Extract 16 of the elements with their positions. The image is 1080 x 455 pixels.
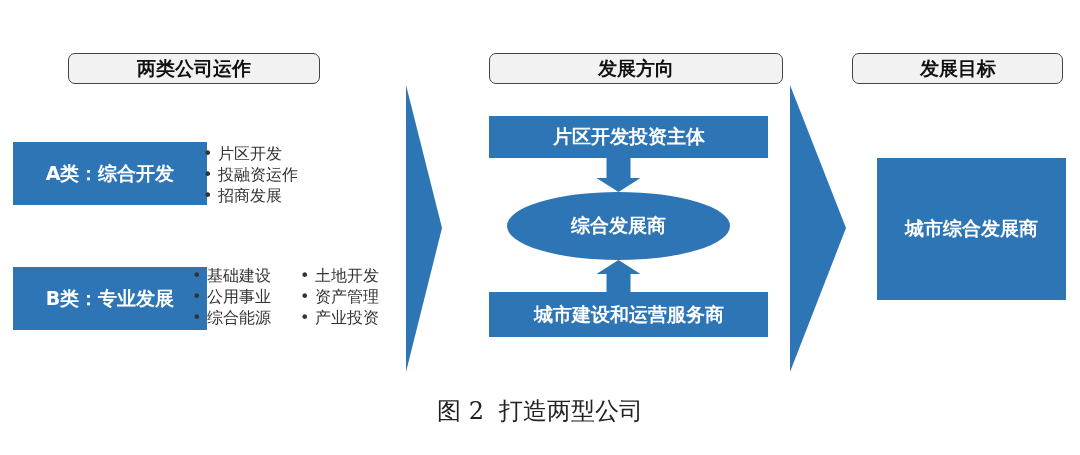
bullet-item: • 综合能源 [192, 307, 271, 328]
bullet-item: • 基础建设 [192, 265, 271, 286]
process-box: 城市综合发展商 [877, 158, 1066, 300]
process-box: 片区开发投资主体 [489, 116, 768, 158]
arrow [596, 158, 641, 192]
header-box: 发展方向 [489, 53, 783, 84]
bullet-item: • 公用事业 [192, 286, 271, 307]
header-box: 两类公司运作 [68, 53, 320, 84]
bullet-item: • 资产管理 [300, 286, 379, 307]
bullet-item: • 产业投资 [300, 307, 379, 328]
process-ellipse: 综合发展商 [507, 192, 730, 260]
process-box: 城市建设和运营服务商 [489, 292, 768, 337]
arrow [596, 260, 641, 292]
bullet-item: • 土地开发 [300, 265, 379, 286]
figure-caption: 图 2 打造两型公司 [437, 396, 644, 427]
header-box: 发展目标 [852, 53, 1063, 84]
